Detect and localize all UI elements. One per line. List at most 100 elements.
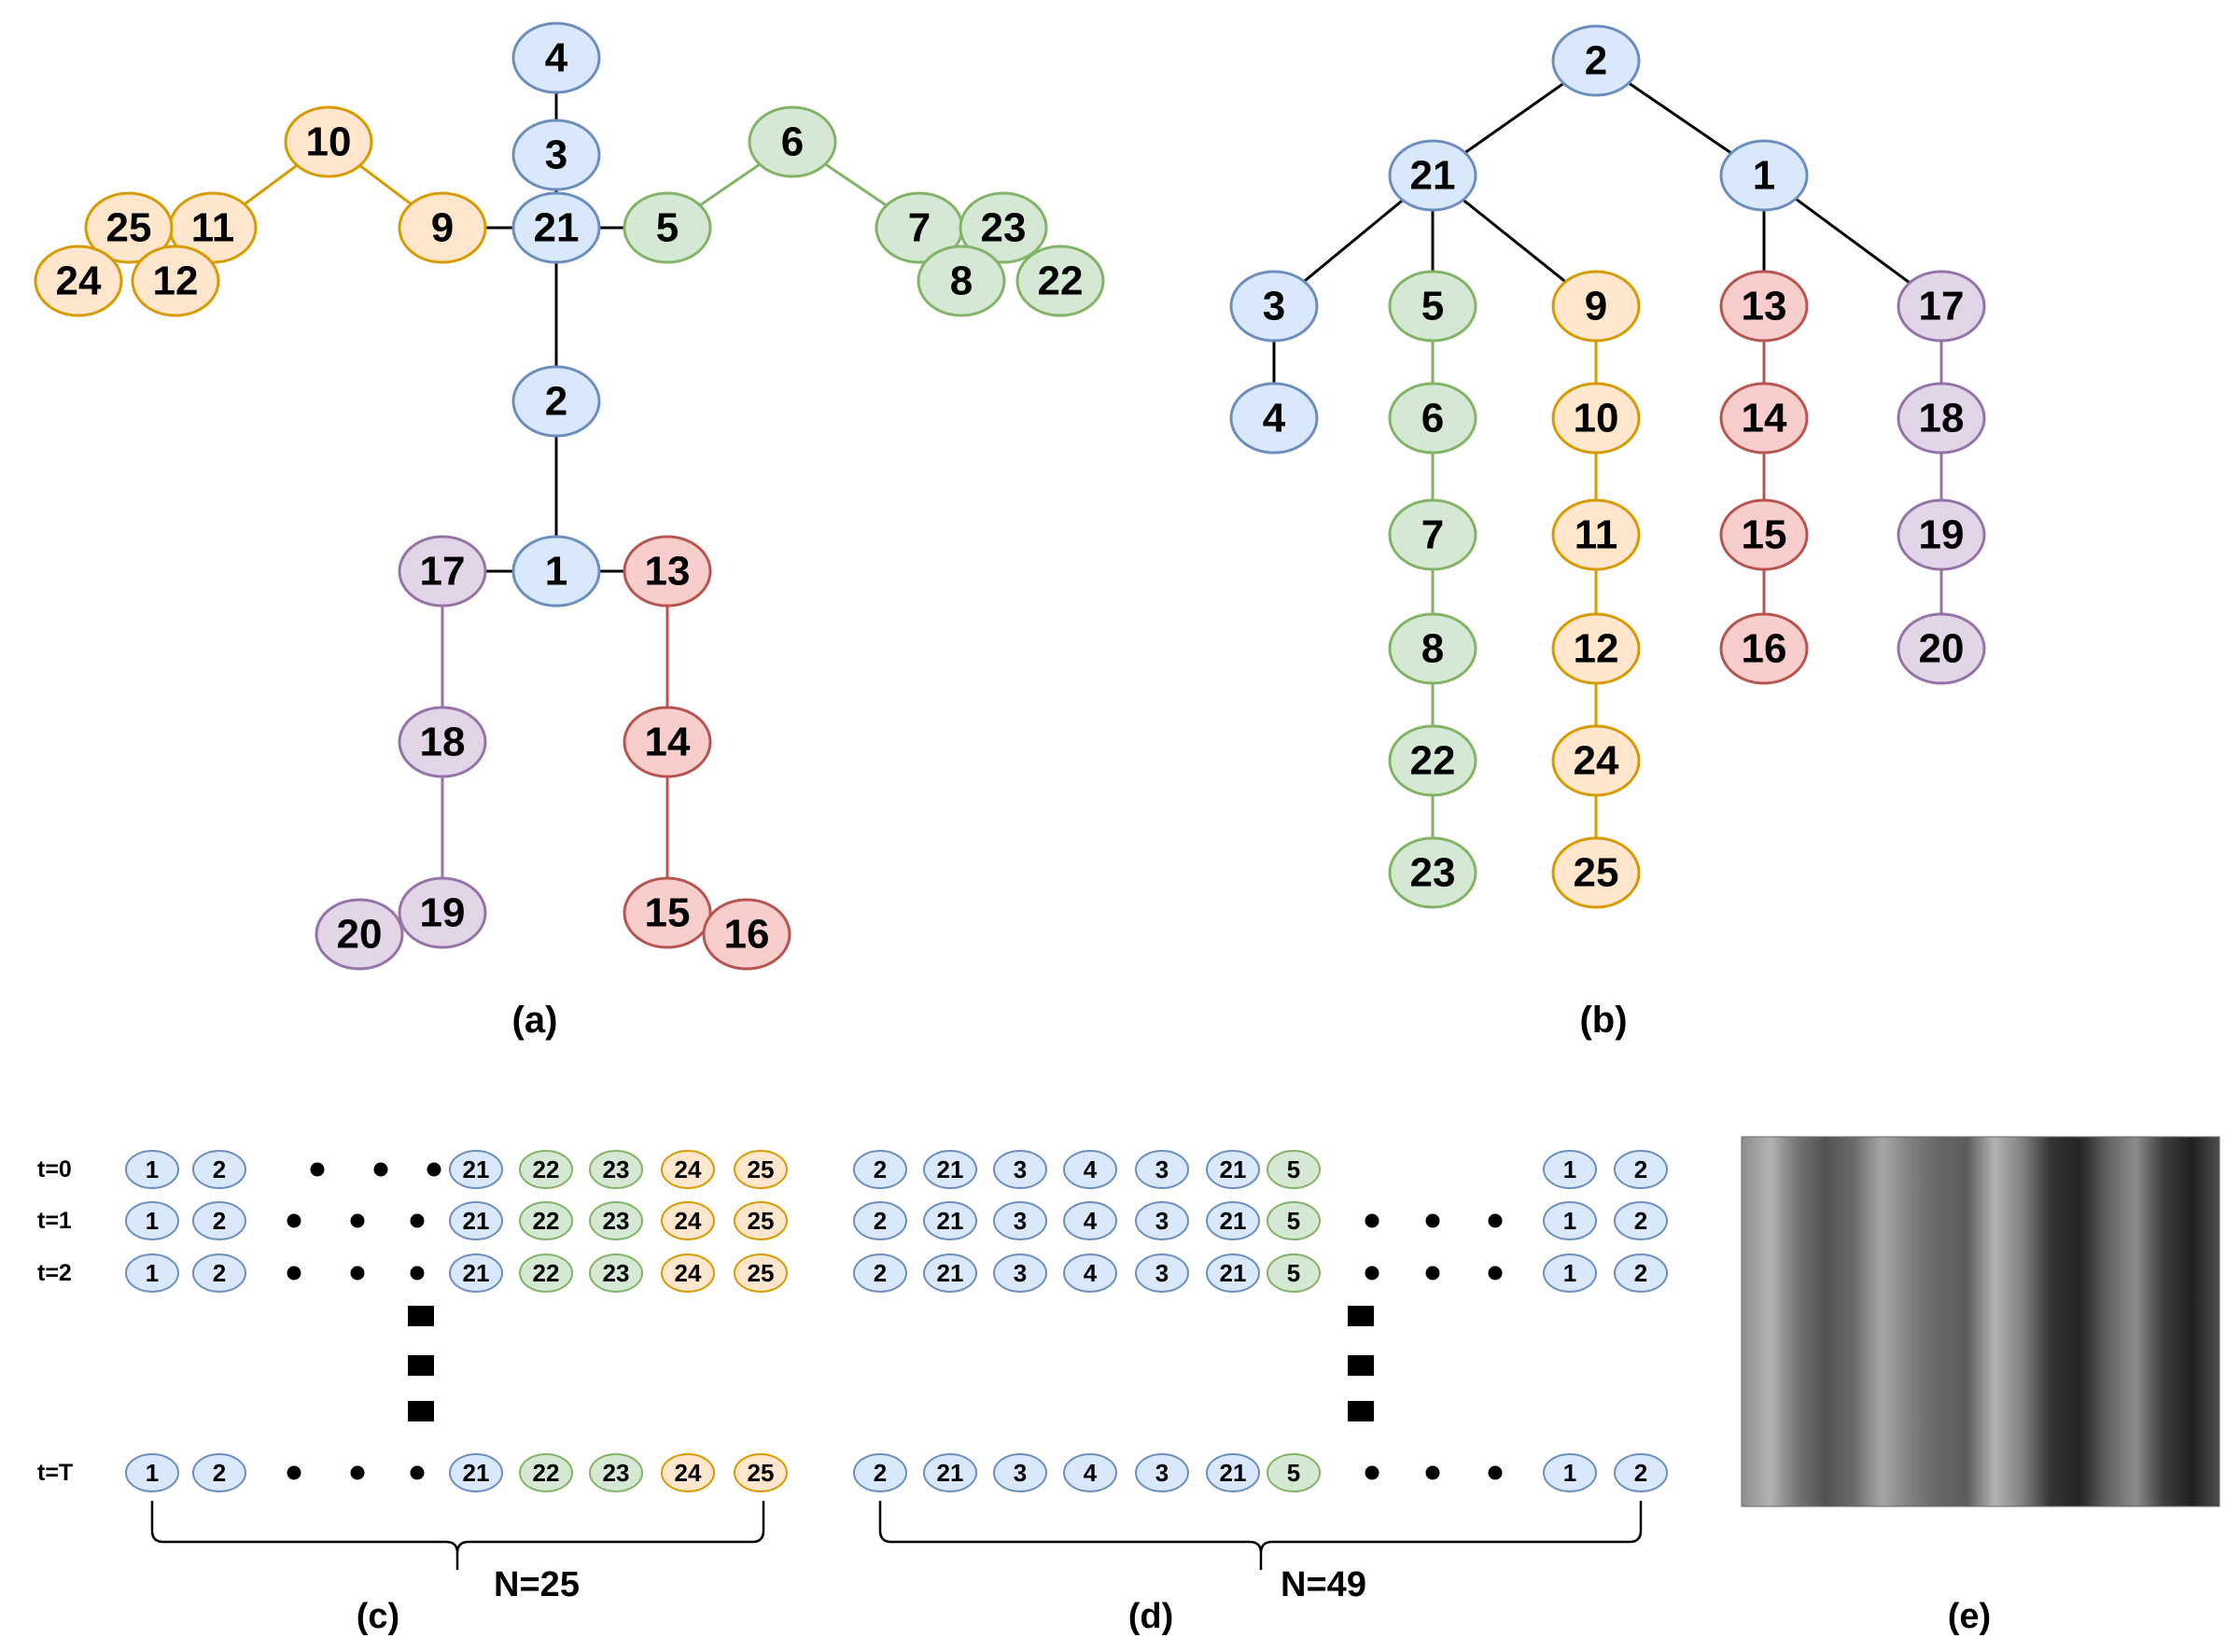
time-step-label: t=0 (37, 1156, 72, 1183)
node-label: 12 (153, 259, 199, 304)
token-21: 21 (1206, 1453, 1260, 1492)
tree-node-13: 13 (1719, 270, 1809, 343)
node-label: 22 (533, 1207, 560, 1235)
token-25: 25 (734, 1453, 788, 1492)
joint-node-8: 8 (917, 245, 1006, 317)
node-label: 7 (908, 205, 931, 251)
tree-node-19: 19 (1897, 498, 1986, 571)
token-25: 25 (734, 1201, 788, 1240)
joint-node-15: 15 (623, 876, 712, 949)
token-3: 3 (1135, 1253, 1189, 1293)
node-label: 23 (603, 1155, 630, 1183)
node-label: 22 (1038, 259, 1084, 304)
joint-node-19: 19 (398, 876, 487, 949)
node-label: 4 (1084, 1207, 1098, 1235)
token-1: 1 (1543, 1150, 1597, 1189)
node-label: 3 (1155, 1459, 1169, 1487)
node-label: 24 (675, 1259, 702, 1287)
node-label: 24 (675, 1459, 702, 1487)
token-22: 22 (519, 1253, 573, 1293)
caption-a: (a) (512, 1000, 558, 1041)
time-step-label: t=2 (37, 1260, 72, 1286)
node-label: 2 (213, 1259, 226, 1287)
node-label: 21 (937, 1207, 964, 1235)
node-label: 23 (603, 1207, 630, 1235)
token-2: 2 (853, 1150, 907, 1189)
token-3: 3 (1135, 1453, 1189, 1492)
node-label: 2 (874, 1459, 887, 1487)
tree-node-1: 1 (1719, 139, 1809, 212)
joint-node-16: 16 (702, 898, 791, 971)
node-label: 25 (1574, 850, 1619, 896)
node-label: 5 (1287, 1259, 1300, 1287)
token-25: 25 (734, 1253, 788, 1293)
node-label: 21 (1220, 1459, 1247, 1487)
token-2: 2 (192, 1150, 246, 1189)
node-label: 13 (1742, 284, 1787, 329)
joint-node-3: 3 (511, 119, 601, 191)
tree-node-6: 6 (1388, 382, 1477, 455)
node-label: 3 (1014, 1155, 1027, 1183)
token-21: 21 (449, 1253, 503, 1293)
node-label: 1 (1563, 1259, 1576, 1287)
token-25: 25 (734, 1150, 788, 1189)
token-1: 1 (1543, 1201, 1597, 1240)
joint-node-4: 4 (511, 21, 601, 94)
joint-node-1: 1 (511, 535, 601, 608)
tree-node-23: 23 (1388, 836, 1477, 909)
node-label: 4 (545, 35, 568, 81)
ellipsis-dot (287, 1266, 301, 1281)
tree-node-20: 20 (1897, 612, 1986, 685)
node-label: 21 (534, 205, 580, 251)
node-label: 20 (1919, 626, 1965, 672)
token-1: 1 (125, 1201, 179, 1240)
token-21: 21 (1206, 1201, 1260, 1240)
node-label: 16 (724, 912, 770, 958)
tree-node-24: 24 (1551, 724, 1641, 797)
token-24: 24 (661, 1201, 715, 1240)
node-label: 5 (1421, 284, 1444, 329)
node-label: 7 (1421, 512, 1444, 558)
node-label: 2 (213, 1459, 226, 1487)
ellipsis-dot (287, 1465, 301, 1480)
node-label: 6 (1421, 396, 1444, 441)
node-label: 25 (748, 1459, 775, 1487)
node-label: 22 (533, 1259, 560, 1287)
node-label: 16 (1742, 626, 1787, 672)
node-label: 21 (463, 1459, 490, 1487)
token-1: 1 (125, 1453, 179, 1492)
node-label: 24 (675, 1207, 702, 1235)
caption-e: (e) (1948, 1597, 1991, 1636)
token-4: 4 (1063, 1453, 1117, 1492)
node-label: 17 (1919, 284, 1965, 329)
tree-node-12: 12 (1551, 612, 1641, 685)
ellipsis-dot (1488, 1213, 1503, 1228)
node-label: 15 (645, 890, 691, 936)
token-23: 23 (589, 1201, 643, 1240)
node-label: 3 (1155, 1155, 1169, 1183)
joint-node-20: 20 (315, 898, 404, 971)
node-label: 4 (1084, 1259, 1098, 1287)
token-4: 4 (1063, 1253, 1117, 1293)
ellipsis-dot (1425, 1465, 1440, 1480)
node-label: 20 (337, 912, 383, 958)
node-label: 2 (545, 379, 567, 425)
ellipsis-dot (1425, 1266, 1440, 1281)
tree-node-2: 2 (1551, 24, 1641, 97)
tree-node-5: 5 (1388, 270, 1477, 343)
joint-node-23: 23 (959, 191, 1048, 264)
joint-node-12: 12 (131, 245, 220, 317)
node-label: 2 (1585, 38, 1607, 84)
token-24: 24 (661, 1150, 715, 1189)
time-step-labels: t=0t=1t=2t=T (37, 1156, 73, 1486)
token-23: 23 (589, 1453, 643, 1492)
joint-node-13: 13 (623, 535, 712, 608)
token-22: 22 (519, 1201, 573, 1240)
node-label: 5 (656, 205, 679, 251)
node-label: 24 (1574, 738, 1619, 784)
token-2: 2 (853, 1453, 907, 1492)
node-label: 25 (748, 1155, 775, 1183)
token-2: 2 (192, 1453, 246, 1492)
joint-node-5: 5 (623, 191, 712, 264)
